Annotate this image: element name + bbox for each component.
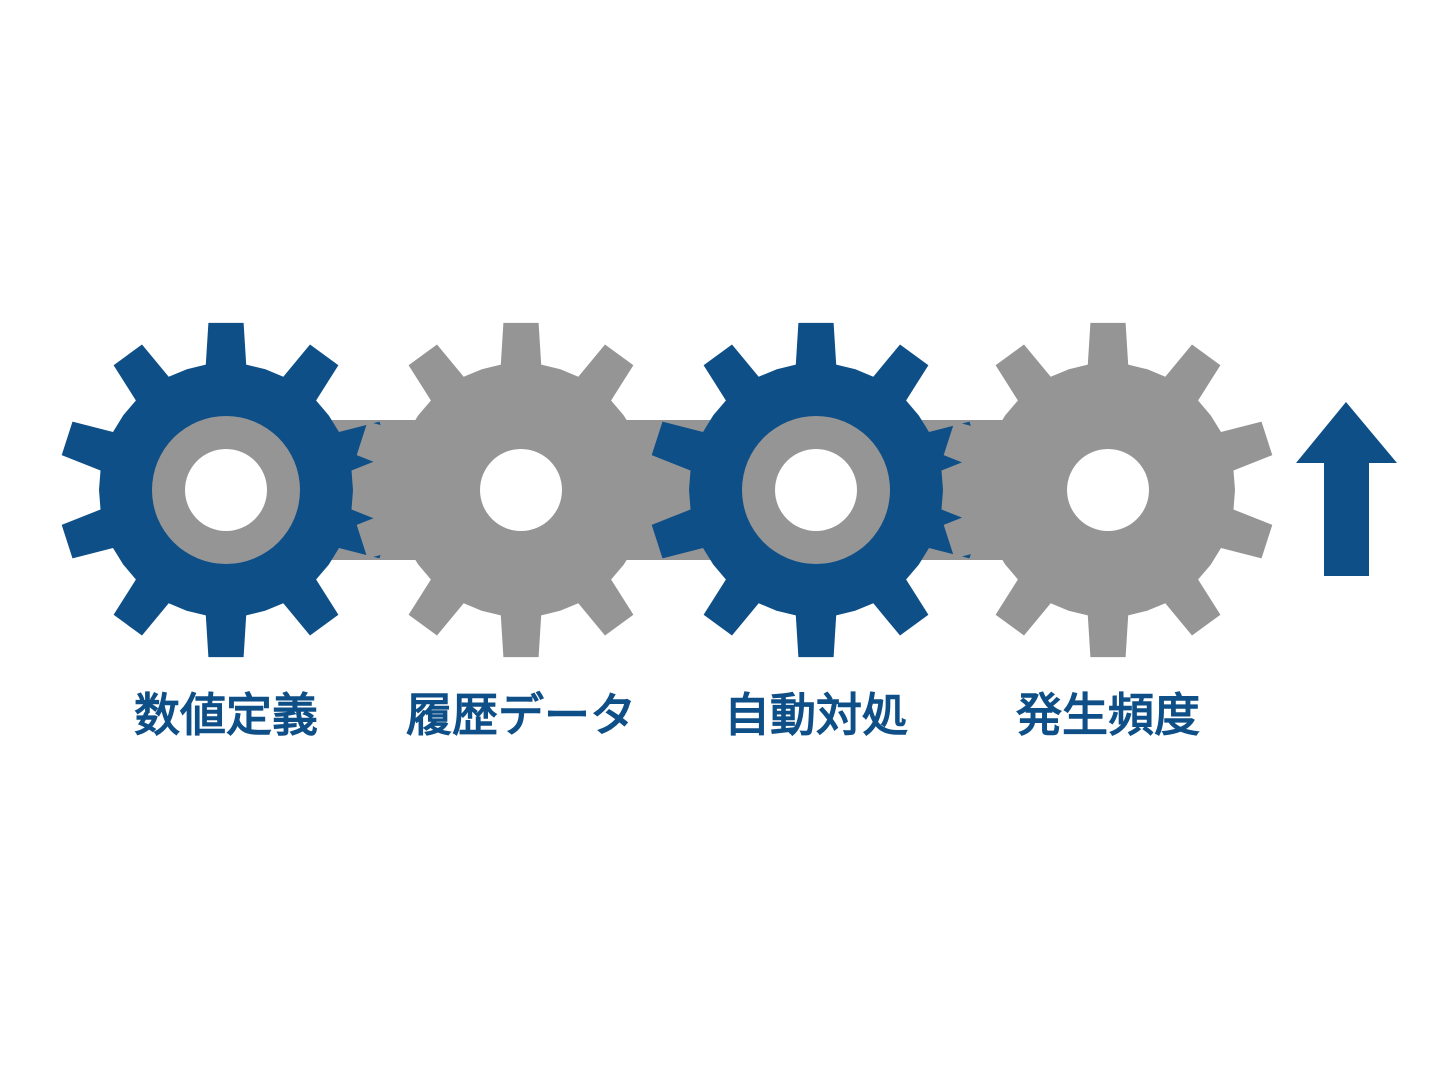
gear-label-numeric-definition: 数値定義 xyxy=(134,688,318,742)
gear-center-hole xyxy=(185,449,267,531)
gear-icon xyxy=(61,322,391,658)
gear-icon xyxy=(943,322,1273,658)
gear-center-hole xyxy=(775,449,857,531)
gear-label-history-data: 履歴データ xyxy=(406,688,636,742)
gear-label-auto-response: 自動対処 xyxy=(724,688,908,742)
gear-center-hole xyxy=(1067,449,1149,531)
gear-center-hole xyxy=(480,449,562,531)
gear-label-occurrence-frequency: 発生頻度 xyxy=(1016,688,1200,742)
gear-icon xyxy=(651,322,981,658)
up-arrow-icon xyxy=(1296,402,1397,576)
gear-icon xyxy=(356,322,686,658)
